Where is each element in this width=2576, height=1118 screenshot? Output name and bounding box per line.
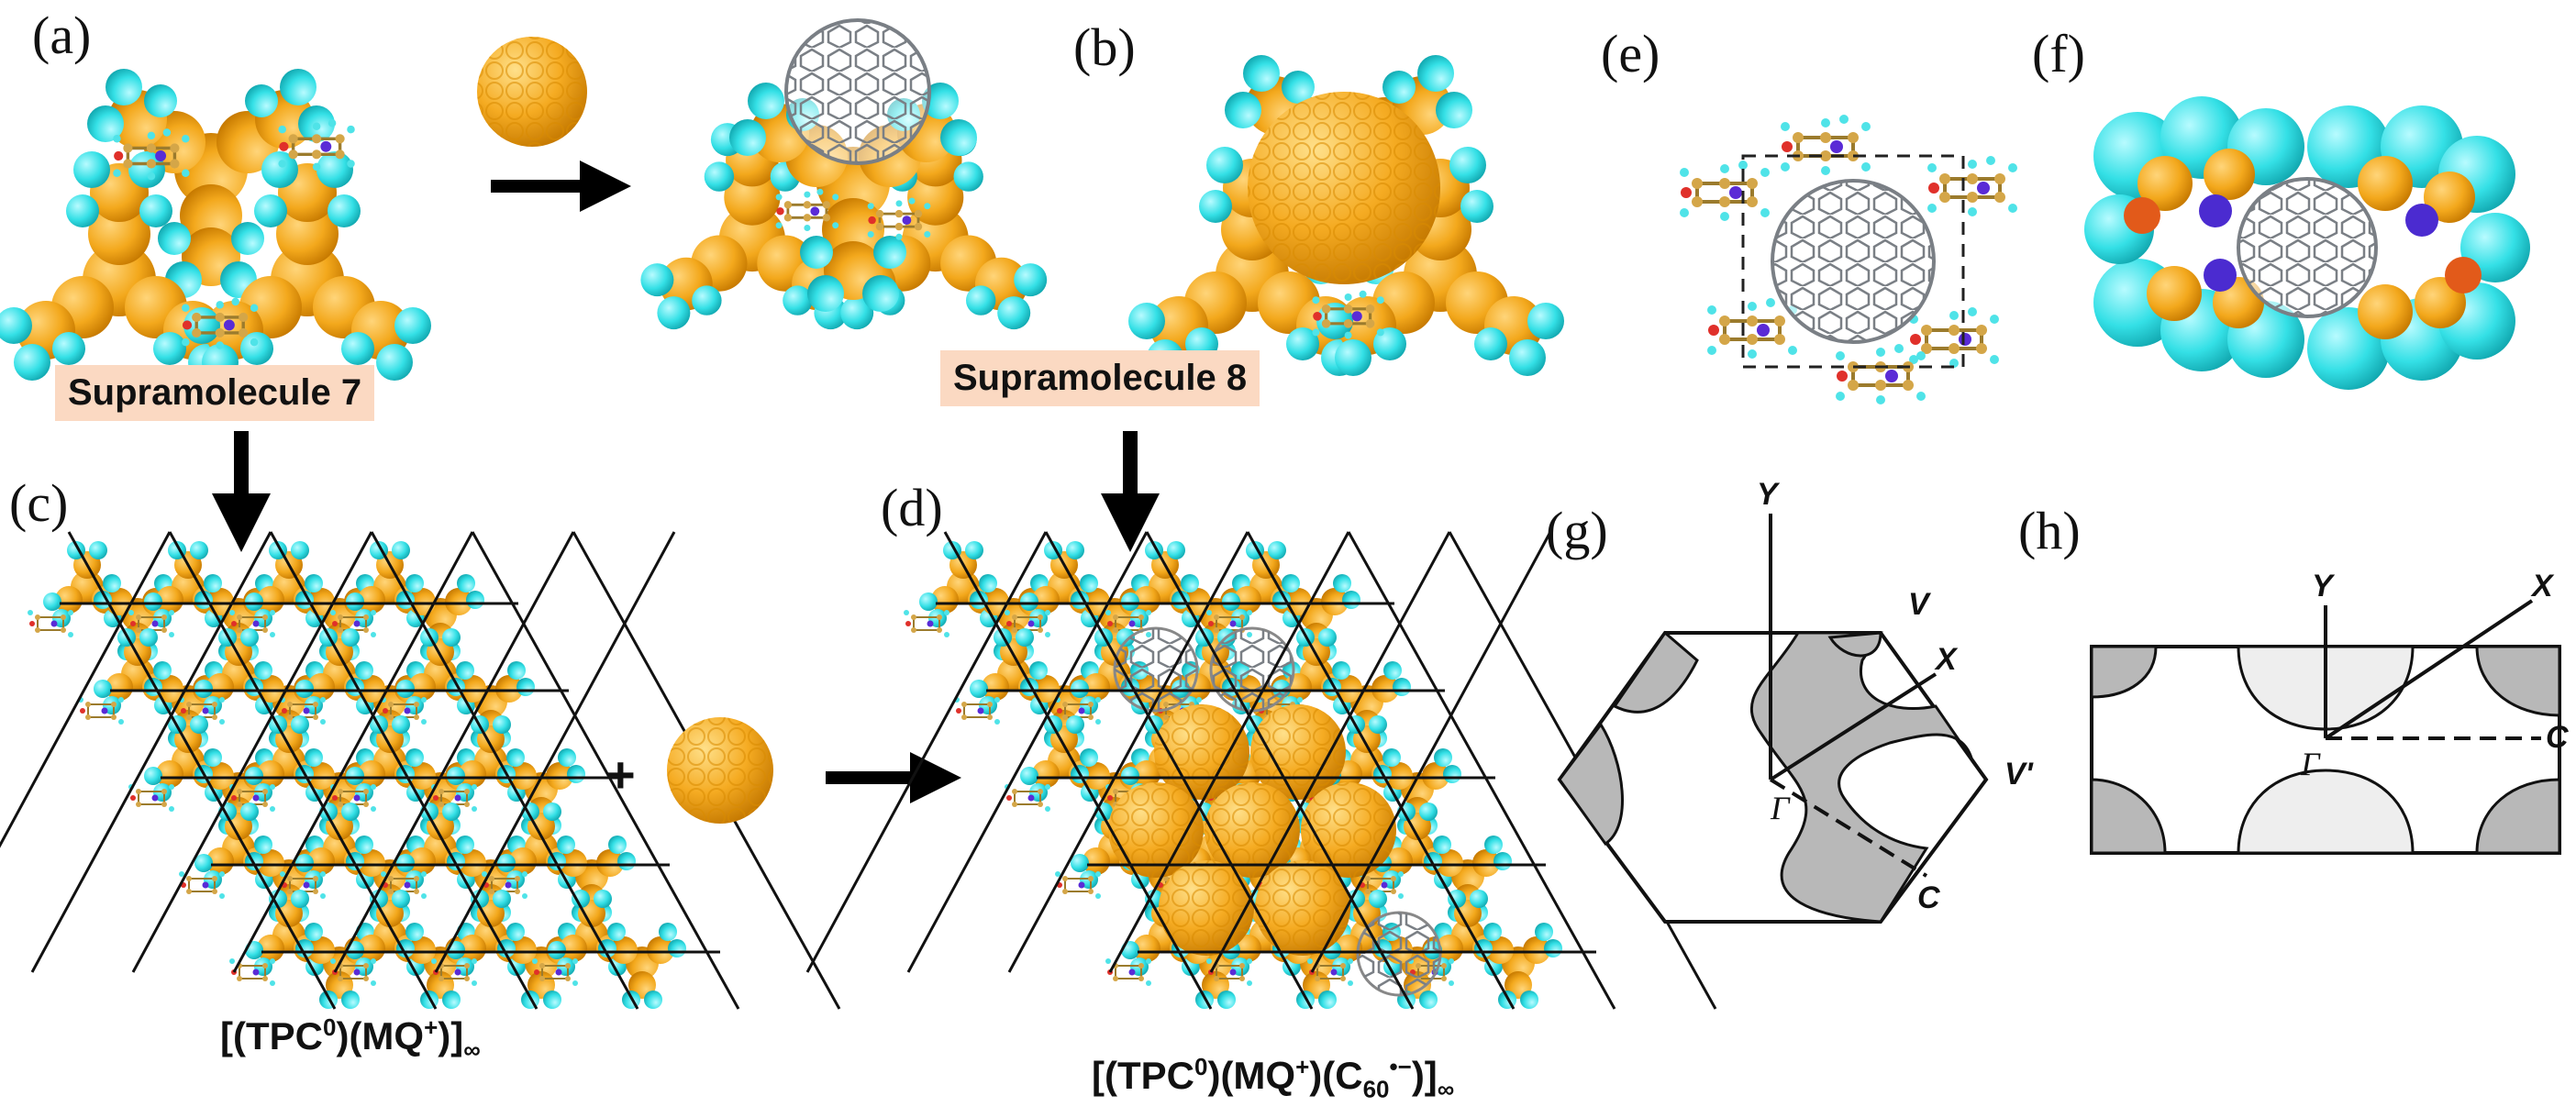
panel-label-a: (a) xyxy=(32,6,92,65)
formula-c-part: )(MQ xyxy=(336,1014,425,1057)
panel-e-ball-and-stick xyxy=(1678,113,2019,406)
formula-d-sup: 0 xyxy=(1194,1053,1208,1080)
g-point-vprime: V' xyxy=(2004,757,2033,791)
lattice-line xyxy=(1044,531,1314,1010)
lattice-line xyxy=(1347,531,1616,1010)
lattice-line xyxy=(1246,531,1516,1010)
lattice-c60-ball-texture xyxy=(1250,704,1346,800)
lattice-line xyxy=(943,531,1213,1010)
formula-c-sub: ∞ xyxy=(463,1035,481,1064)
unit-cell-box xyxy=(1741,154,1965,369)
panel-g-fermi-surface xyxy=(1557,514,1989,924)
lattice-c60-ball-texture xyxy=(1301,782,1396,878)
g-point-v: V xyxy=(1908,587,1929,622)
formula-d-sub: 60 xyxy=(1362,1075,1390,1103)
plus-sign: + xyxy=(605,746,636,803)
formula-c-part: )] xyxy=(438,1014,464,1057)
formula-c: [(TPC0)(MQ+)]∞ xyxy=(220,1013,481,1064)
lattice-c60-ball-texture xyxy=(1159,860,1254,956)
formula-d-sup: •− xyxy=(1389,1053,1412,1080)
panel-a-supramolecule-7 xyxy=(0,69,431,381)
formula-d-sup: + xyxy=(1295,1053,1310,1080)
lattice-c60-ball-texture xyxy=(1154,704,1249,800)
lattice-c60-ball-texture xyxy=(1108,782,1204,878)
panel-b-supramolecule-8 xyxy=(1128,55,1564,376)
panel-c-lattice xyxy=(0,531,841,1010)
h-point-gamma: Γ xyxy=(2301,746,2320,782)
panel-d-lattice xyxy=(805,531,1717,1010)
panel-f-space-filling xyxy=(2084,96,2530,390)
formula-c-part: [(TPC xyxy=(220,1014,323,1057)
c60-ball-plus xyxy=(667,717,773,824)
lattice-line xyxy=(67,531,337,1010)
supramolecule-7-tag: Supramolecule 7 xyxy=(55,365,375,421)
formula-d-part: )] xyxy=(1411,1054,1438,1097)
formula-d-part: [(TPC xyxy=(1092,1054,1194,1097)
lattice-c60-wireframe-texture xyxy=(1358,913,1440,995)
lattice-line xyxy=(1108,531,1350,973)
formula-c-sup: + xyxy=(424,1013,439,1041)
formula-d: [(TPC0)(MQ+)(C60•−)]∞ xyxy=(1092,1053,1454,1103)
lattice-line xyxy=(269,531,539,1010)
lattice-line xyxy=(30,531,272,973)
lattice-line xyxy=(0,531,172,848)
lattice-line xyxy=(333,531,575,973)
formula-d-part: )(MQ xyxy=(1207,1054,1296,1097)
lattice-c60-ball-texture xyxy=(1255,860,1350,956)
g-axis-c: C xyxy=(1917,880,1940,915)
lattice-line xyxy=(906,531,1149,973)
lattice-line xyxy=(1007,531,1249,973)
lattice-line xyxy=(232,531,474,973)
h-axis-x: X xyxy=(2532,569,2553,603)
panel-label-b: (b) xyxy=(1073,17,1136,77)
lattice-line xyxy=(805,531,1048,973)
g-axis-y: Y xyxy=(1757,477,1778,512)
c60-ball-top xyxy=(477,37,587,147)
lattice-line xyxy=(1145,531,1415,1010)
h-axis-y: Y xyxy=(2312,569,2333,603)
g-point-gamma: Γ xyxy=(1771,790,1790,826)
lattice-line xyxy=(471,531,740,1010)
lattice-line xyxy=(1209,531,1451,973)
lattice-c-grid xyxy=(0,531,841,1010)
lattice-line xyxy=(370,531,639,1010)
lattice-line xyxy=(131,531,373,973)
supramolecule-8-tag: Supramolecule 8 xyxy=(940,350,1260,406)
formula-d-part: )(C xyxy=(1309,1054,1363,1097)
panel-label-e: (e) xyxy=(1601,24,1660,83)
formula-d-sub: ∞ xyxy=(1437,1075,1455,1103)
lattice-line xyxy=(168,531,438,1010)
lattice-line xyxy=(1310,531,1552,973)
panel-label-h: (h) xyxy=(2018,501,2081,560)
panel-label-d: (d) xyxy=(881,478,943,537)
panel-h-fermi-surface xyxy=(2090,599,2561,855)
panel-label-c: (c) xyxy=(9,473,69,533)
panel-insertion-intermediate xyxy=(640,18,1048,330)
panel-label-f: (f) xyxy=(2032,24,2085,83)
lattice-line xyxy=(434,531,676,973)
g-axis-x: X xyxy=(1936,642,1957,677)
panel-label-g: (g) xyxy=(1546,501,1608,560)
formula-c-sup: 0 xyxy=(322,1013,337,1041)
h-axis-c: C xyxy=(2546,720,2569,755)
